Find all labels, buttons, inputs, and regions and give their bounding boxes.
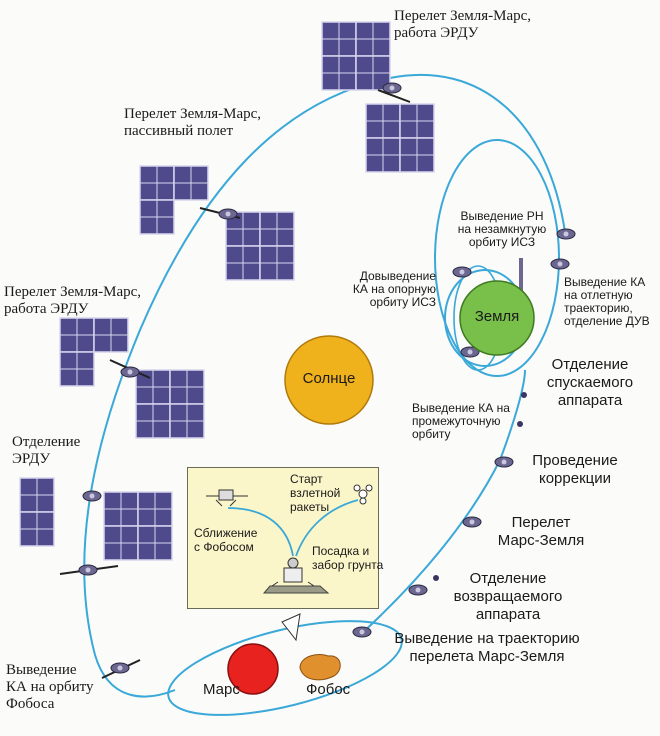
spacecraft-erdu-top [321, 21, 435, 173]
mars-earth-trajectory [359, 369, 526, 636]
earth-mars-trajectory [83, 73, 566, 698]
inset-illustration [206, 484, 373, 594]
sun-label: Солнце [302, 370, 356, 387]
spacecraft-erdu-separation [19, 477, 173, 576]
mars-body [227, 643, 279, 695]
spacecraft-erdu-left [59, 317, 205, 439]
label-flight-erdu-top: Перелет Земля-Марс,работа ЭРДУ [394, 8, 532, 41]
sun-body [284, 335, 374, 425]
phobos-body [299, 654, 341, 681]
phobos-label: Фобос [306, 681, 351, 698]
label-flight-passive: Перелет Земля-Марс,пассивный полет [124, 106, 262, 139]
spacecraft-passive [139, 165, 295, 281]
earth-transfer-orbit [434, 139, 560, 377]
earth-body [459, 280, 535, 356]
mars-orbit [167, 620, 403, 716]
label-flight-erdu-left: Перелет Земля-Марс,работа ЭРДУ [4, 284, 142, 317]
earth-label: Земля [474, 308, 520, 325]
mars-label: Марс [203, 681, 240, 698]
direction-arrow [281, 613, 301, 642]
